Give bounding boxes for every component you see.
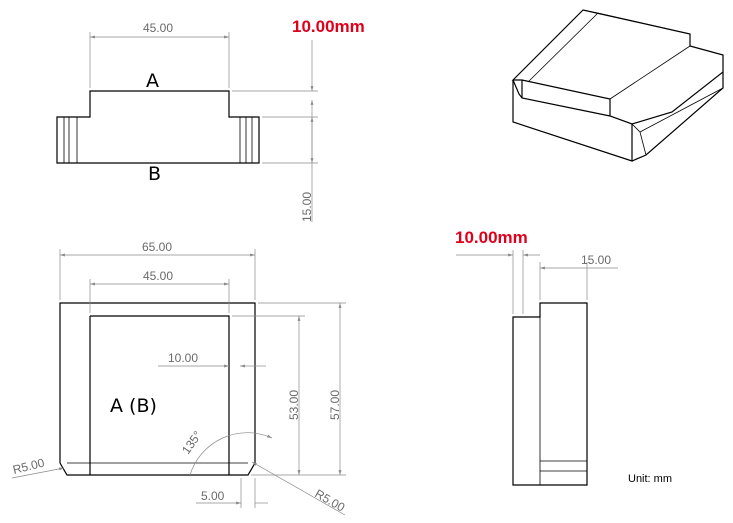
front-bottom-dim: 5.00 [201,489,225,503]
top-view: 45.00 10.00mm 15.00 A B [56,17,365,222]
face-label-a: A [146,70,159,92]
side-view-outline [512,302,588,486]
front-radius-right-dim: R5.00 [313,486,348,514]
front-inner-height-dim: 53.00 [287,390,301,420]
front-face-label: A (B) [110,395,157,417]
front-inner-width-dim: 45.00 [143,269,173,283]
front-view-pocket [89,315,230,475]
front-outer-width-dim: 65.00 [142,240,172,254]
isometric-view [511,9,724,162]
front-outer-height-dim: 57.00 [328,390,342,420]
front-view-outline [59,302,256,476]
top-width-dim: 45.00 [143,21,173,35]
front-angle-dim: 135° [179,428,205,457]
front-radius-left-dim: R5.00 [11,456,46,477]
top-depth-dim: 15.00 [300,192,314,222]
unit-note: Unit: mm [628,473,672,485]
iso-top-face [511,9,724,125]
side-view: 10.00mm 15.00 Unit: mm [455,228,672,486]
top-view-outline [56,90,260,164]
front-view: 65.00 45.00 10.00 53.00 57.00 135° R5.00… [11,240,348,516]
top-height-dim: 10.00mm [292,17,365,36]
side-thickness-dim: 10.00mm [455,228,528,247]
side-step-dim: 15.00 [581,253,611,267]
front-offset-dim: 10.00 [168,351,198,365]
face-label-b: B [148,163,161,185]
